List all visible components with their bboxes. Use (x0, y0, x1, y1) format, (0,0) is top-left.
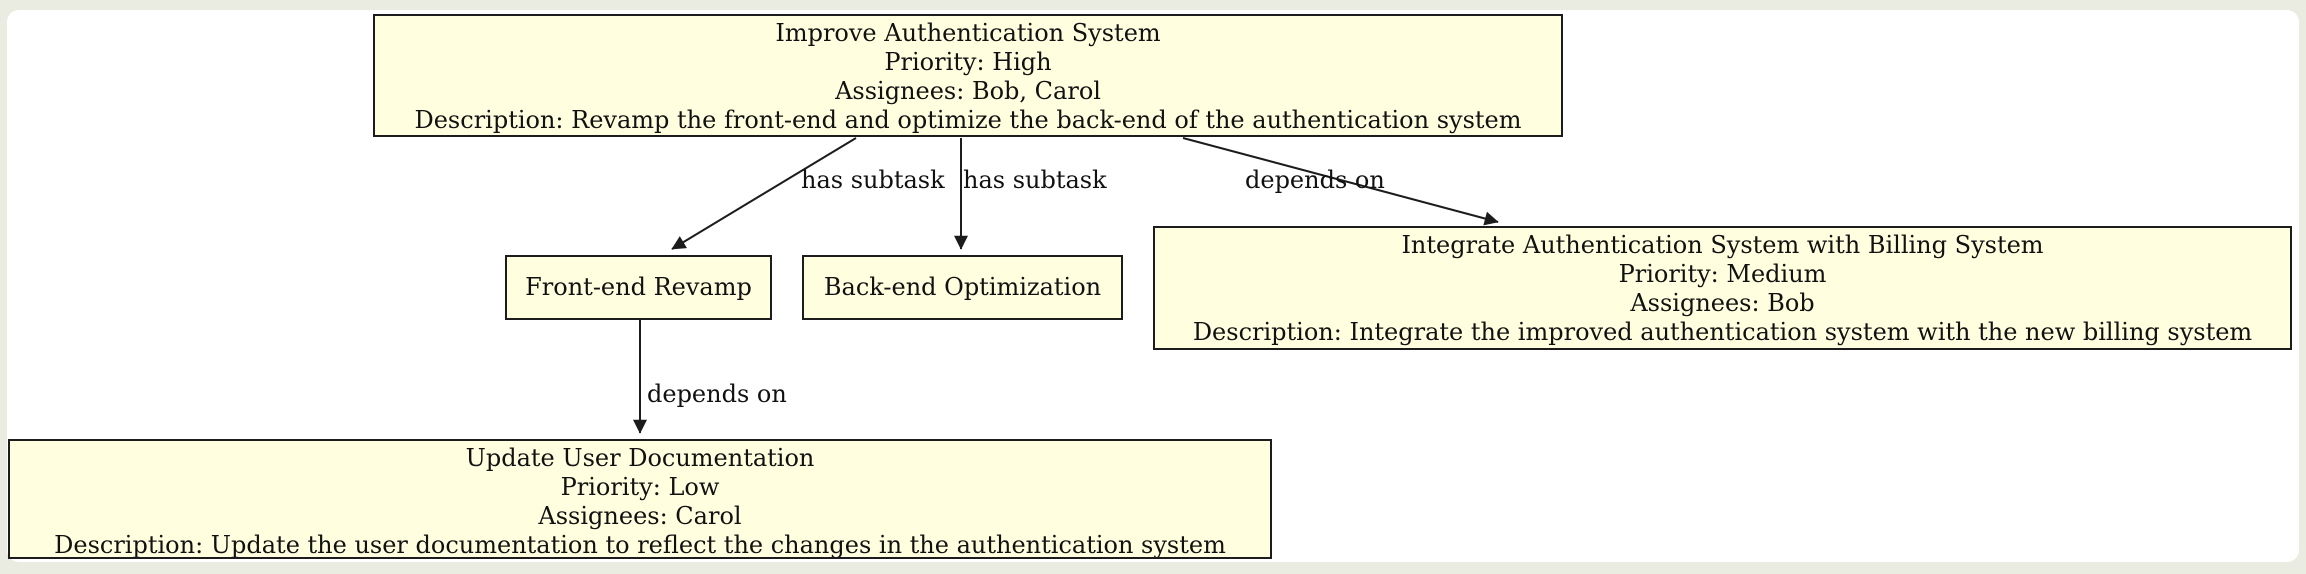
edge-label-has-subtask-2: has subtask (963, 166, 1107, 194)
task-node-integrate-billing: Integrate Authentication System with Bil… (1153, 226, 2292, 350)
task-priority: Priority: Medium (1618, 260, 1827, 288)
edge-label-depends-on-documentation: depends on (647, 380, 787, 408)
task-priority: Priority: Low (560, 473, 720, 501)
task-node-improve-authentication-system: Improve Authentication System Priority: … (373, 14, 1563, 137)
edge-label-depends-on-billing: depends on (1245, 166, 1385, 194)
task-title: Back-end Optimization (823, 273, 1102, 301)
task-description: Description: Revamp the front-end and op… (414, 106, 1522, 134)
task-title: Integrate Authentication System with Bil… (1401, 231, 2044, 259)
task-title: Improve Authentication System (775, 19, 1161, 47)
task-description: Description: Update the user documentati… (54, 531, 1226, 559)
task-assignees: Assignees: Bob, Carol (835, 77, 1101, 105)
task-node-back-end-optimization: Back-end Optimization (802, 255, 1123, 320)
task-node-front-end-revamp: Front-end Revamp (505, 255, 772, 320)
task-assignees: Assignees: Carol (538, 502, 742, 530)
task-node-update-user-documentation: Update User Documentation Priority: Low … (8, 439, 1272, 559)
task-title: Update User Documentation (465, 444, 815, 472)
edge-label-has-subtask-1: has subtask (801, 166, 945, 194)
task-assignees: Assignees: Bob (1630, 289, 1815, 317)
task-priority: Priority: High (884, 48, 1052, 76)
task-description: Description: Integrate the improved auth… (1192, 318, 2253, 346)
task-title: Front-end Revamp (525, 273, 752, 301)
